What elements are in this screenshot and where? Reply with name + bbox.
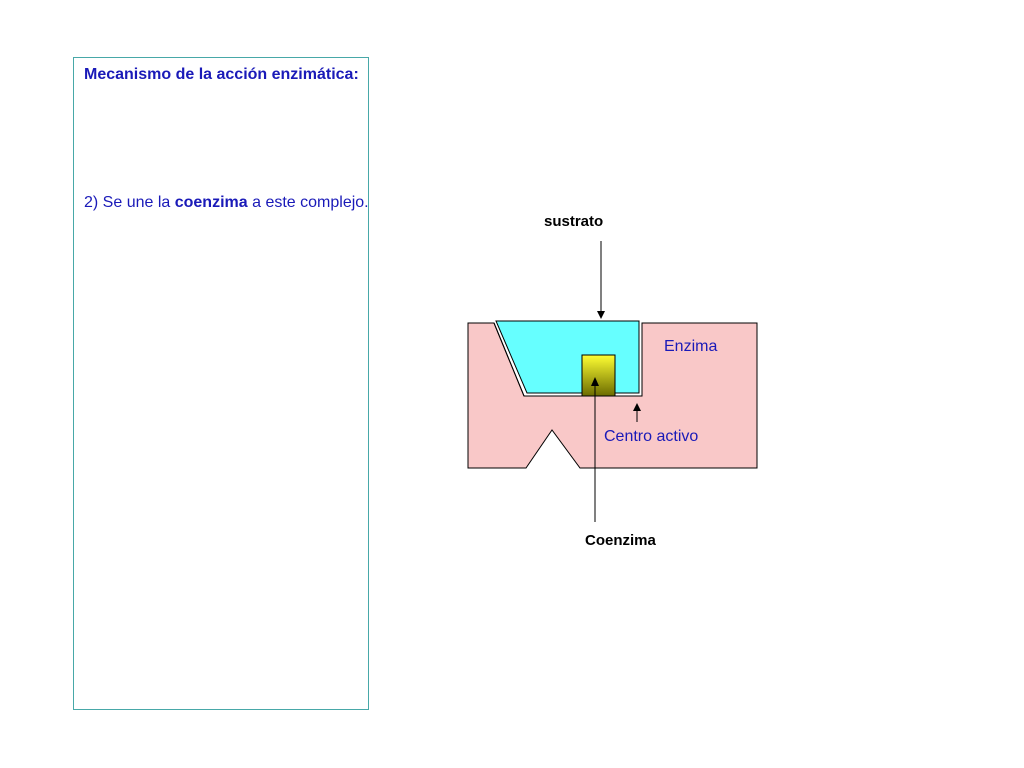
step-prefix: 2) Se une la: [84, 194, 175, 211]
text-panel: Mecanismo de la acción enzimática: 2) Se…: [73, 57, 369, 710]
step-suffix: a este complejo.: [247, 194, 369, 211]
enzyme-label: Enzima: [664, 338, 717, 355]
step-text: 2) Se une la coenzima a este complejo.: [84, 192, 388, 214]
active-site-label: Centro activo: [604, 428, 698, 445]
substrate-arrowhead: [597, 311, 605, 319]
coenzyme-arrowhead: [591, 377, 599, 386]
substrate-label: sustrato: [544, 213, 603, 230]
step-keyword: coenzima: [174, 194, 248, 211]
panel-title: Mecanismo de la acción enzimática:: [84, 66, 359, 83]
coenzyme-label: Coenzima: [585, 532, 657, 549]
active-site-arrowhead: [633, 403, 641, 411]
coenzyme-shape: [581, 354, 616, 397]
